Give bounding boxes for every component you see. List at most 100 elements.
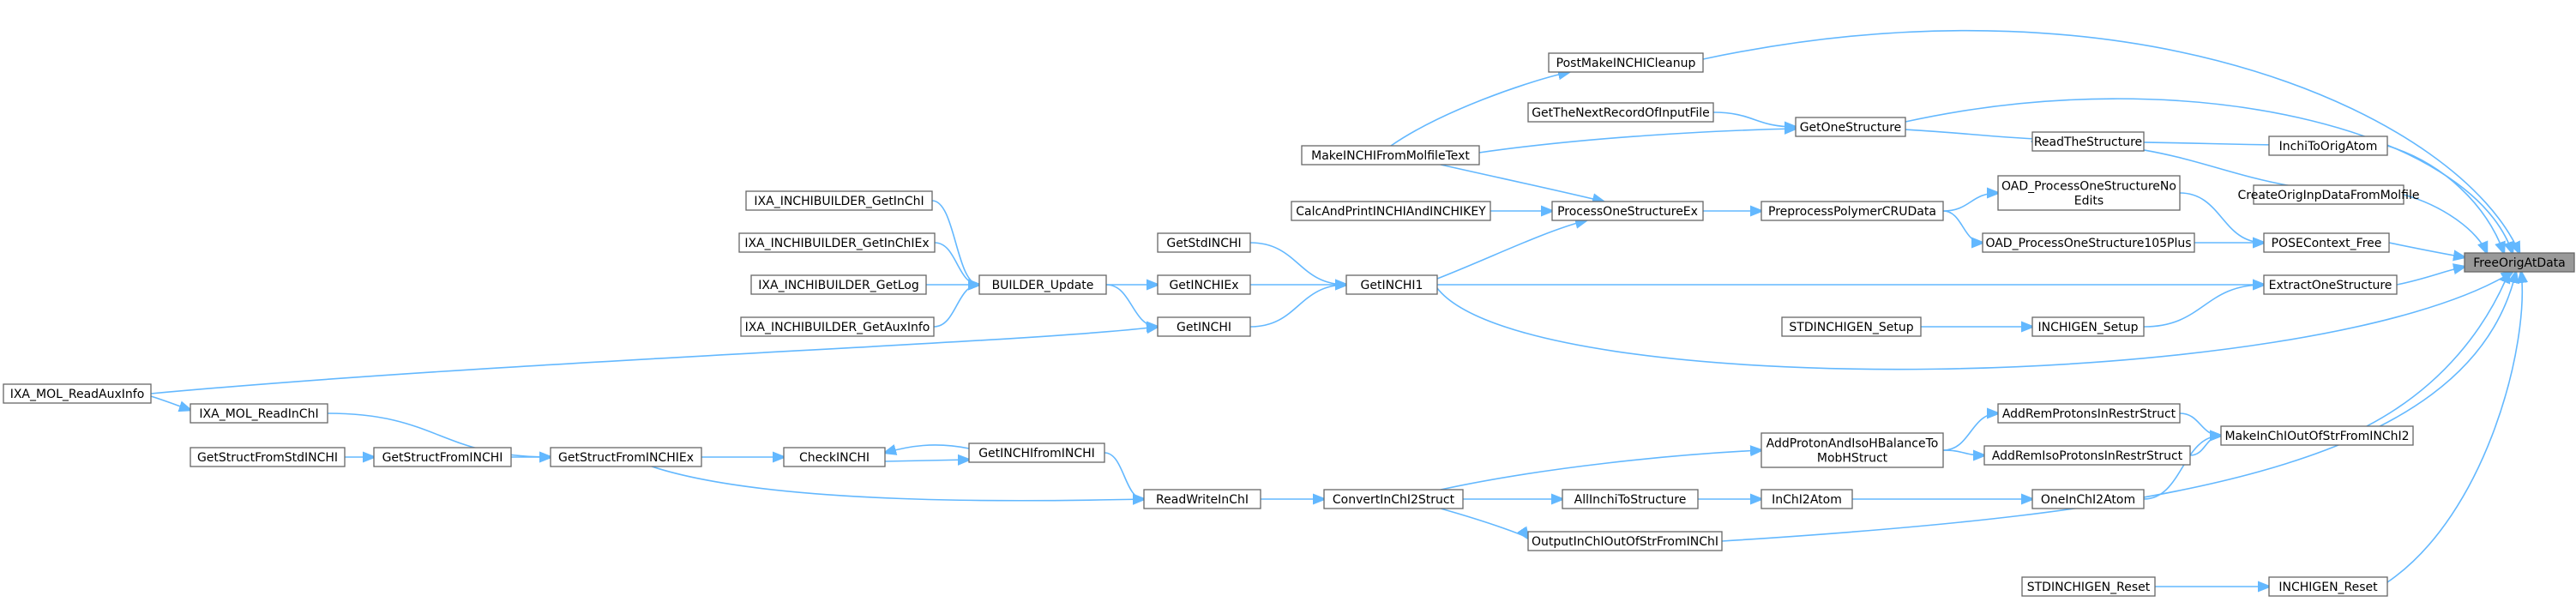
edge-extractonestructure-to-freeorigatdata [2396, 267, 2465, 286]
node-label: AddProtonAndIsoHBalanceTo [1766, 437, 1939, 451]
node-box [1527, 531, 1723, 551]
node-getstructfrominchi[interactable]: GetStructFromINCHI [373, 447, 512, 467]
node-box [1551, 201, 1704, 221]
node-label: Edits [2074, 195, 2104, 208]
node-label: OAD_ProcessOneStructure105Plus [1985, 237, 2191, 250]
edge-inchigen-reset-to-freeorigatdata [2386, 272, 2522, 583]
node-box [190, 447, 346, 467]
node-inchitoorigatom[interactable]: InchiToOrigAtom [2268, 135, 2388, 156]
node-builder-update[interactable]: BUILDER_Update [978, 274, 1107, 295]
node-convertinchi2struct[interactable]: ConvertInChI2Struct [1323, 489, 1464, 509]
edge-preprocesspolymercrudata-to-oad-processonestructurenoedits [1942, 193, 1998, 212]
node-oneinchi2atom[interactable]: OneInChI2Atom [2031, 489, 2145, 509]
node-label: INCHIGEN_Setup [2038, 321, 2139, 334]
edge-createoriginpdatafrommolfile-to-freeorigatdata [2403, 194, 2487, 253]
node-readthestructure[interactable]: ReadTheStructure [2031, 131, 2145, 152]
node-label: InchiToOrigAtom [2279, 140, 2378, 154]
node-getstructfrominchiex[interactable]: GetStructFromINCHIEx [550, 447, 702, 467]
edge-getinchifrominchi-to-checkinchi [885, 445, 970, 453]
node-label: STDINCHIGEN_Setup [1789, 321, 1913, 334]
node-box [1548, 52, 1704, 73]
node-addremisoprotonsinrestrstruct[interactable]: AddRemIsoProtonsInRestrStruct [1983, 445, 2191, 466]
node-readwriteinchi[interactable]: ReadWriteInChI [1143, 489, 1261, 509]
node-label: PreprocessPolymerCRUData [1768, 205, 1936, 219]
node-allinchitostructure[interactable]: AllInchiToStructure [1562, 489, 1699, 509]
node-freeorigatdata[interactable]: FreeOrigAtData [2464, 252, 2575, 273]
node-box [978, 274, 1107, 295]
node-box [1291, 201, 1491, 221]
node-getinchifrominchi[interactable]: GetINCHIfromINCHI [968, 442, 1105, 463]
node-box [2031, 131, 2145, 152]
edge-ixa-mol-readinchi-to-getstructfrominchiex [327, 412, 551, 457]
node-box [1781, 316, 1922, 337]
node-addremprotonsinrestrstruct[interactable]: AddRemProtonsInRestrStruct [1997, 403, 2181, 424]
node-box [740, 316, 935, 337]
edge-builder-update-to-getinchi [1105, 284, 1158, 327]
edge-posecontext-free-to-freeorigatdata [2388, 242, 2465, 257]
node-getinchiex[interactable]: GetINCHIEx [1157, 274, 1251, 295]
node-createoriginpdatafrommolfile[interactable]: CreateOrigInpDataFromMolfile [2238, 184, 2420, 205]
node-processonestructureex[interactable]: ProcessOneStructureEx [1551, 201, 1704, 221]
edge-checkinchi-to-getinchifrominchi [884, 460, 969, 461]
node-ixa-inchibuilder-getauxinfo[interactable]: IXA_INCHIBUILDER_GetAuxInfo [740, 316, 935, 337]
node-box [1527, 102, 1714, 123]
node-label: GetINCHIfromINCHI [978, 447, 1095, 461]
node-inchigen-reset[interactable]: INCHIGEN_Reset [2268, 576, 2388, 597]
node-posecontext-free[interactable]: POSEContext_Free [2263, 232, 2390, 253]
node-postmakeinchicleanup[interactable]: PostMakeINCHICleanup [1548, 52, 1704, 73]
node-label: GetStructFromINCHIEx [558, 451, 694, 465]
edge-outputinchioutofstrfrominchi-to-freeorigatdata [1721, 272, 2516, 542]
node-inchigen-setup[interactable]: INCHIGEN_Setup [2031, 316, 2145, 337]
node-inchi2atom[interactable]: InChI2Atom [1760, 489, 1853, 509]
node-label: MakeInChIOutOfStrFromINChI2 [2224, 430, 2409, 443]
node-oad-processonestructure105plus[interactable]: OAD_ProcessOneStructure105Plus [1982, 232, 2195, 253]
node-label: MobHStruct [1817, 452, 1888, 466]
node-outputinchioutofstrfrominchi[interactable]: OutputInChIOutOfStrFromINChI [1527, 531, 1723, 551]
edge-makeinchifrommolfiletext-to-postmakeinchicleanup [1390, 72, 1569, 147]
node-label: GetStructFromINCHI [382, 451, 503, 465]
node-ixa-inchibuilder-getinchi[interactable]: IXA_INCHIBUILDER_GetInChI [745, 190, 933, 211]
edge-getonestructure-to-freeorigatdata [1905, 98, 2513, 253]
node-box [2263, 232, 2390, 253]
node-box [2263, 274, 2398, 295]
node-stdinchigen-setup[interactable]: STDINCHIGEN_Setup [1781, 316, 1922, 337]
edge-getinchi1-to-freeorigatdata [1436, 272, 2513, 370]
node-ixa-mol-readinchi[interactable]: IXA_MOL_ReadInChI [190, 403, 328, 424]
node-label: ReadTheStructure [2034, 135, 2142, 149]
node-label: OneInChI2Atom [2041, 493, 2135, 507]
node-preprocesspolymercrudata[interactable]: PreprocessPolymerCRUData [1760, 201, 1944, 221]
node-box [1760, 489, 1853, 509]
node-ixa-mol-readauxinfo[interactable]: IXA_MOL_ReadAuxInfo [3, 383, 152, 404]
node-getinchi[interactable]: GetINCHI [1157, 316, 1251, 337]
node-ixa-inchibuilder-getlog[interactable]: IXA_INCHIBUILDER_GetLog [750, 274, 927, 295]
node-getstructfromstdinchi[interactable]: GetStructFromStdINCHI [190, 447, 346, 467]
node-getinchi1[interactable]: GetINCHI1 [1345, 274, 1438, 295]
node-getthenextrecordofinputfile[interactable]: GetTheNextRecordOfInputFile [1527, 102, 1714, 123]
node-box [1157, 274, 1251, 295]
edge-addprotonandisohbalancetomobhstruct-to-addremisoprotonsinrestrstruct [1942, 450, 1984, 455]
node-extractonestructure[interactable]: ExtractOneStructure [2263, 274, 2398, 295]
node-makeinchioutofstrfrominchi2[interactable]: MakeInChIOutOfStrFromINChI2 [2220, 425, 2414, 446]
node-makeinchifrommolfiletext[interactable]: MakeINCHIFromMolfileText [1301, 145, 1480, 166]
node-getstdinchi[interactable]: GetStdINCHI [1157, 232, 1251, 253]
edge-getthenextrecordofinputfile-to-getonestructure [1712, 111, 1796, 127]
node-box [738, 232, 936, 253]
node-stdinchigen-reset[interactable]: STDINCHIGEN_Reset [2021, 576, 2156, 597]
node-getonestructure[interactable]: GetOneStructure [1795, 117, 1906, 137]
node-label: ExtractOneStructure [2269, 279, 2392, 292]
node-calcandprintinchiandinchikey[interactable]: CalcAndPrintINCHIAndINCHIKEY [1291, 201, 1491, 221]
node-box [1323, 489, 1464, 509]
node-label: CalcAndPrintINCHIAndINCHIKEY [1296, 205, 1486, 219]
edge-oneinchi2atom-to-makeinchioutofstrfrominchi2 [2143, 436, 2221, 500]
node-label: OutputInChIOutOfStrFromINChI [1532, 535, 1718, 549]
node-box [1157, 232, 1251, 253]
node-box [1760, 432, 1944, 468]
node-box [2031, 489, 2145, 509]
node-checkinchi[interactable]: CheckINCHI [783, 447, 886, 467]
node-label: STDINCHIGEN_Reset [2027, 581, 2151, 594]
node-box [2220, 425, 2414, 446]
node-ixa-inchibuilder-getinchiex[interactable]: IXA_INCHIBUILDER_GetInChIEx [738, 232, 936, 253]
